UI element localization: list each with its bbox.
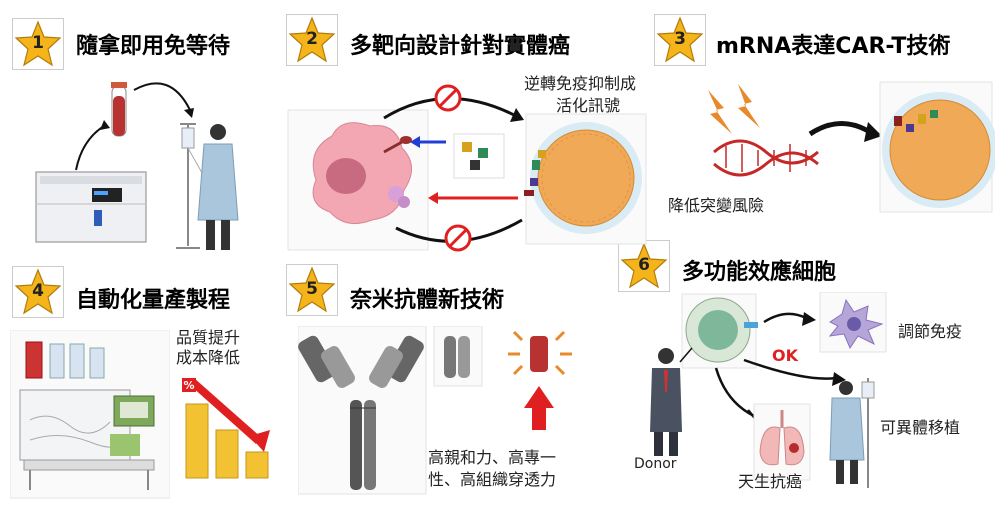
switch-receptor-icon: [462, 142, 488, 170]
feature-4-star: 4: [12, 266, 64, 318]
ok-label: OK: [772, 346, 798, 365]
arrowhead-icon: [802, 312, 816, 326]
arrow-icon: [75, 125, 105, 171]
no-symbol-icon: [434, 84, 462, 112]
feature-6-number: 6: [638, 255, 650, 275]
arrow-icon: [133, 82, 191, 111]
affinity-line-2: 性、高組織穿透力: [428, 470, 557, 489]
checkpoint-receptor-icon: [383, 136, 412, 208]
quality-line-2: 成本降低: [176, 348, 241, 367]
feature-5-title: 奈米抗體新技術: [350, 288, 505, 313]
feature-3-number: 3: [674, 29, 686, 49]
arrow-icon: [808, 121, 872, 137]
panel-2-illustration: [287, 84, 647, 252]
percent-label: %: [183, 379, 194, 392]
star-icon: [288, 266, 336, 313]
arrowhead-icon: [832, 372, 846, 386]
panel-6-illustration: [650, 292, 887, 488]
coin-stack-icon: [185, 403, 269, 479]
feature-5-number: 5: [306, 279, 318, 299]
star-icon: [656, 16, 704, 63]
feature-2-title: 多靶向設計針對實體癌: [350, 34, 571, 59]
panel-5-illustration: [298, 326, 572, 495]
arrowhead-icon: [864, 122, 882, 142]
mrna-strand-icon: [713, 139, 819, 177]
feature-4-number: 4: [32, 281, 44, 301]
feature-5-star: 5: [286, 264, 338, 316]
receptor-icon: [524, 150, 546, 196]
feature-6-title: 多功能效應細胞: [682, 260, 837, 285]
allogeneic-label: 可異體移植: [880, 418, 961, 437]
bioreactor-machine-icon: [19, 341, 155, 490]
panel-3-illustration: [708, 81, 995, 213]
star-icon: [620, 242, 668, 289]
arrowhead-icon: [410, 136, 420, 148]
arrow-icon: [714, 367, 755, 418]
panel-1-illustration: [35, 82, 239, 250]
lightning-icon: [708, 84, 760, 134]
arrowhead-icon: [428, 192, 438, 204]
arrow-icon: [763, 312, 807, 324]
no-symbol-icon: [444, 224, 472, 252]
downward-arrow-icon: [182, 378, 270, 452]
percent-badge: [182, 378, 196, 392]
innate-anticancer-label: 天生抗癌: [738, 472, 803, 491]
highlighted-nanobody-icon: [508, 330, 572, 376]
star-icon: [14, 20, 62, 67]
feature-1-star: 1: [12, 18, 64, 70]
reverse-signal-line-1: 逆轉免疫抑制成: [524, 74, 637, 93]
lung-icon: [759, 410, 805, 466]
blood-tube-icon: [111, 82, 127, 137]
receptor-icon: [894, 110, 938, 132]
panel-4-illustration: [10, 330, 170, 499]
reverse-signal-line-2: 活化訊號: [556, 96, 621, 115]
effector-cell-icon: [685, 297, 758, 363]
arrowhead-icon: [100, 120, 110, 130]
star-icon: [14, 268, 62, 315]
feature-3-title: mRNA表達CAR-T技術: [716, 34, 951, 59]
dendritic-cell-icon: [828, 298, 884, 350]
star-icon: [288, 16, 336, 63]
up-arrow-icon: [524, 386, 554, 430]
donor-icon: [650, 348, 682, 456]
quality-line-1: 品質提升: [176, 328, 241, 347]
donor-label: Donor: [634, 456, 677, 472]
connector-line: [679, 347, 693, 363]
mutation-risk-label: 降低突變風險: [668, 196, 765, 215]
feature-2-number: 2: [306, 29, 318, 49]
tumor-cell-icon: [312, 122, 412, 225]
car-t-cell-icon: [882, 92, 995, 208]
patient-icon: [829, 378, 875, 488]
car-t-cell-icon: [530, 122, 642, 234]
antibody-icon: [298, 335, 424, 490]
patient-icon: [197, 124, 239, 250]
feature-3-star: 3: [654, 14, 706, 66]
feature-1-number: 1: [32, 33, 44, 53]
immune-regulation-label: 調節免疫: [898, 322, 963, 341]
feature-1-title: 隨拿即用免等待: [76, 34, 231, 59]
feature-6-star: 6: [618, 240, 670, 292]
arrow-icon: [743, 358, 837, 380]
arrowhead-icon: [184, 108, 194, 118]
freezer-icon: [35, 171, 147, 243]
affinity-line-1: 高親和力、高專一: [428, 448, 557, 467]
feature-4-title: 自動化量產製程: [76, 288, 231, 313]
cost-chart-illustration: %: [182, 378, 270, 479]
feature-2-star: 2: [286, 14, 338, 66]
nanobody-icon: [444, 336, 470, 378]
arrowhead-icon: [510, 108, 524, 122]
